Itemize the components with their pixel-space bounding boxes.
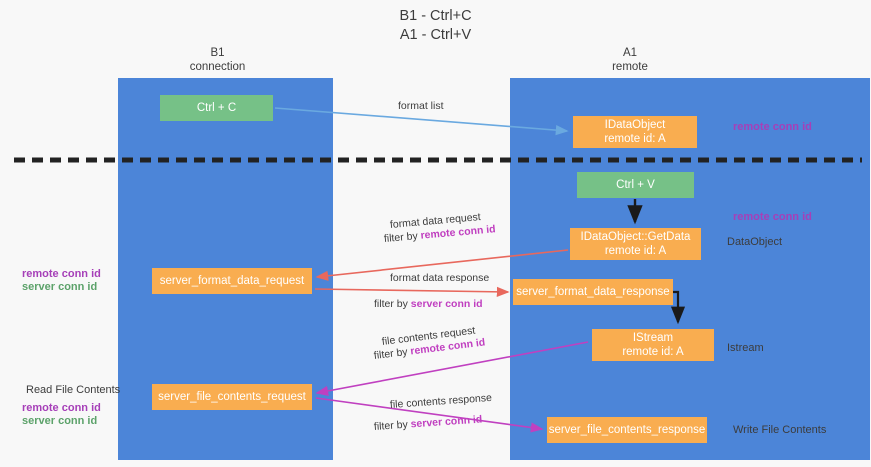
column-header-a1-name: A1 (622, 47, 638, 59)
node-getdata-line1: IDataObject::GetData (580, 231, 691, 243)
node-istream-line1: IStream (632, 332, 674, 344)
node-server-file-contents-request[interactable]: server_file_contents_request (152, 384, 312, 410)
node-idataobject-line2: remote id: A (604, 133, 666, 145)
column-header-b1: B1 connection (155, 47, 280, 74)
filter-prefix: filter by (374, 298, 411, 310)
column-header-b1-role: connection (189, 60, 246, 73)
title-line-1: B1 - Ctrl+C (399, 8, 472, 24)
arrow-format-data-request (315, 249, 569, 281)
title-line-2: A1 - Ctrl+V (399, 27, 472, 43)
annotation-right-remote-conn-id-mid: remote conn id (733, 211, 812, 223)
flow-label-format-data-response-text: format data response (390, 272, 490, 284)
annotation-left-server-conn-id-bottom: server conn id (22, 415, 98, 427)
node-getdata-line2: remote id: A (604, 245, 667, 257)
annotation-right-remote-conn-id-top: remote conn id (733, 121, 812, 133)
arrow-format-data-response (314, 286, 510, 297)
arrow-file-contents-request (315, 341, 589, 396)
node-server-format-data-request[interactable]: server_format_data_request (152, 268, 312, 294)
node-server-format-data-response-label: server_format_data_response (516, 286, 670, 298)
flow-label-format-list: format list (398, 100, 444, 113)
flow-label-format-data-response-filter: filter by server conn id (374, 298, 483, 311)
annotation-dataobject: DataObject (727, 236, 783, 248)
node-ctrl-v-label: Ctrl + V (616, 179, 655, 191)
page-title: B1 - Ctrl+C A1 - Ctrl+V (0, 7, 871, 45)
filter-prefix: filter by (383, 229, 422, 245)
node-ctrl-c[interactable]: Ctrl + C (160, 95, 273, 121)
annotation-left-server-conn-id-mid: server conn id (22, 281, 98, 293)
column-header-a1-role: remote (612, 60, 648, 73)
node-server-file-contents-request-label: server_file_contents_request (158, 391, 306, 403)
node-server-file-contents-response[interactable]: server_file_contents_response (547, 417, 707, 443)
node-idataobject[interactable]: IDataObject remote id: A (573, 116, 697, 148)
annotation-left-remote-conn-id-mid: remote conn id (22, 268, 101, 280)
column-header-a1: A1 remote (555, 47, 705, 74)
node-server-file-contents-response-label: server_file_contents_response (548, 424, 706, 436)
node-istream[interactable]: IStream remote id: A (592, 329, 714, 361)
node-ctrl-v[interactable]: Ctrl + V (577, 172, 694, 198)
annotation-left-remote-conn-id-bottom: remote conn id (22, 402, 101, 414)
flow-label-format-list-text: format list (398, 100, 444, 112)
node-server-format-data-request-label: server_format_data_request (159, 275, 305, 287)
filter-key-server-conn-id: server conn id (410, 298, 483, 310)
annotation-write-file-contents: Write File Contents (733, 424, 827, 436)
column-header-b1-name: B1 (210, 47, 225, 59)
node-server-format-data-response[interactable]: server_format_data_response (513, 279, 673, 305)
annotation-istream: Istream (727, 342, 764, 354)
flow-label-format-data-response: format data response (390, 272, 489, 285)
node-idataobject-line1: IDataObject (604, 119, 666, 131)
node-istream-line2: remote id: A (622, 346, 684, 358)
node-idataobject-getdata[interactable]: IDataObject::GetData remote id: A (570, 228, 701, 260)
filter-prefix: filter by (373, 418, 412, 433)
arrow-format-list (274, 107, 569, 136)
arrow-file-contents-response (315, 397, 544, 433)
node-ctrl-c-label: Ctrl + C (196, 102, 237, 114)
annotation-read-file-contents: Read File Contents (26, 384, 121, 396)
